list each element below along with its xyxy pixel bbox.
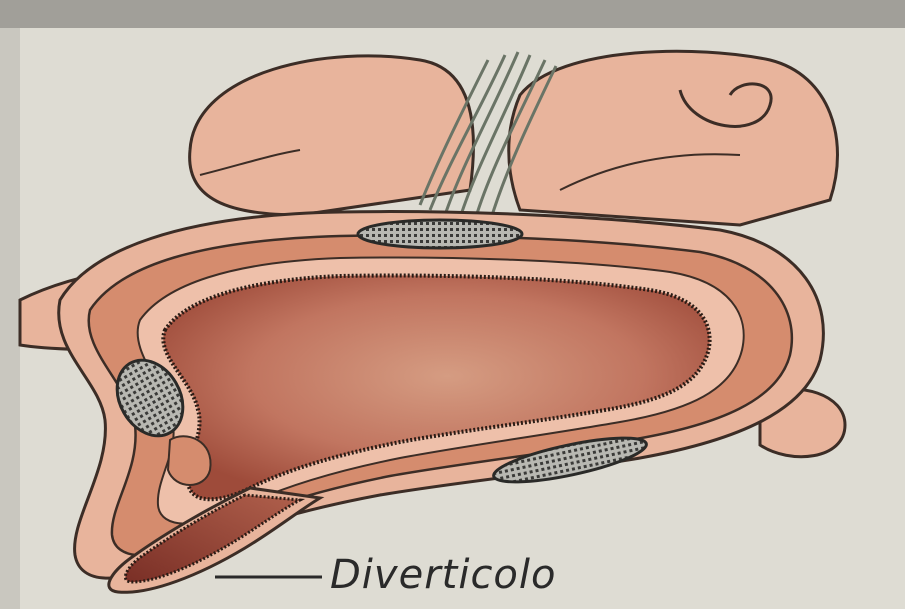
vessel-top	[358, 220, 522, 248]
diverticulum-label: Diverticolo	[330, 555, 557, 595]
left-frame-strip	[0, 28, 20, 609]
top-frame-strip	[0, 0, 905, 28]
